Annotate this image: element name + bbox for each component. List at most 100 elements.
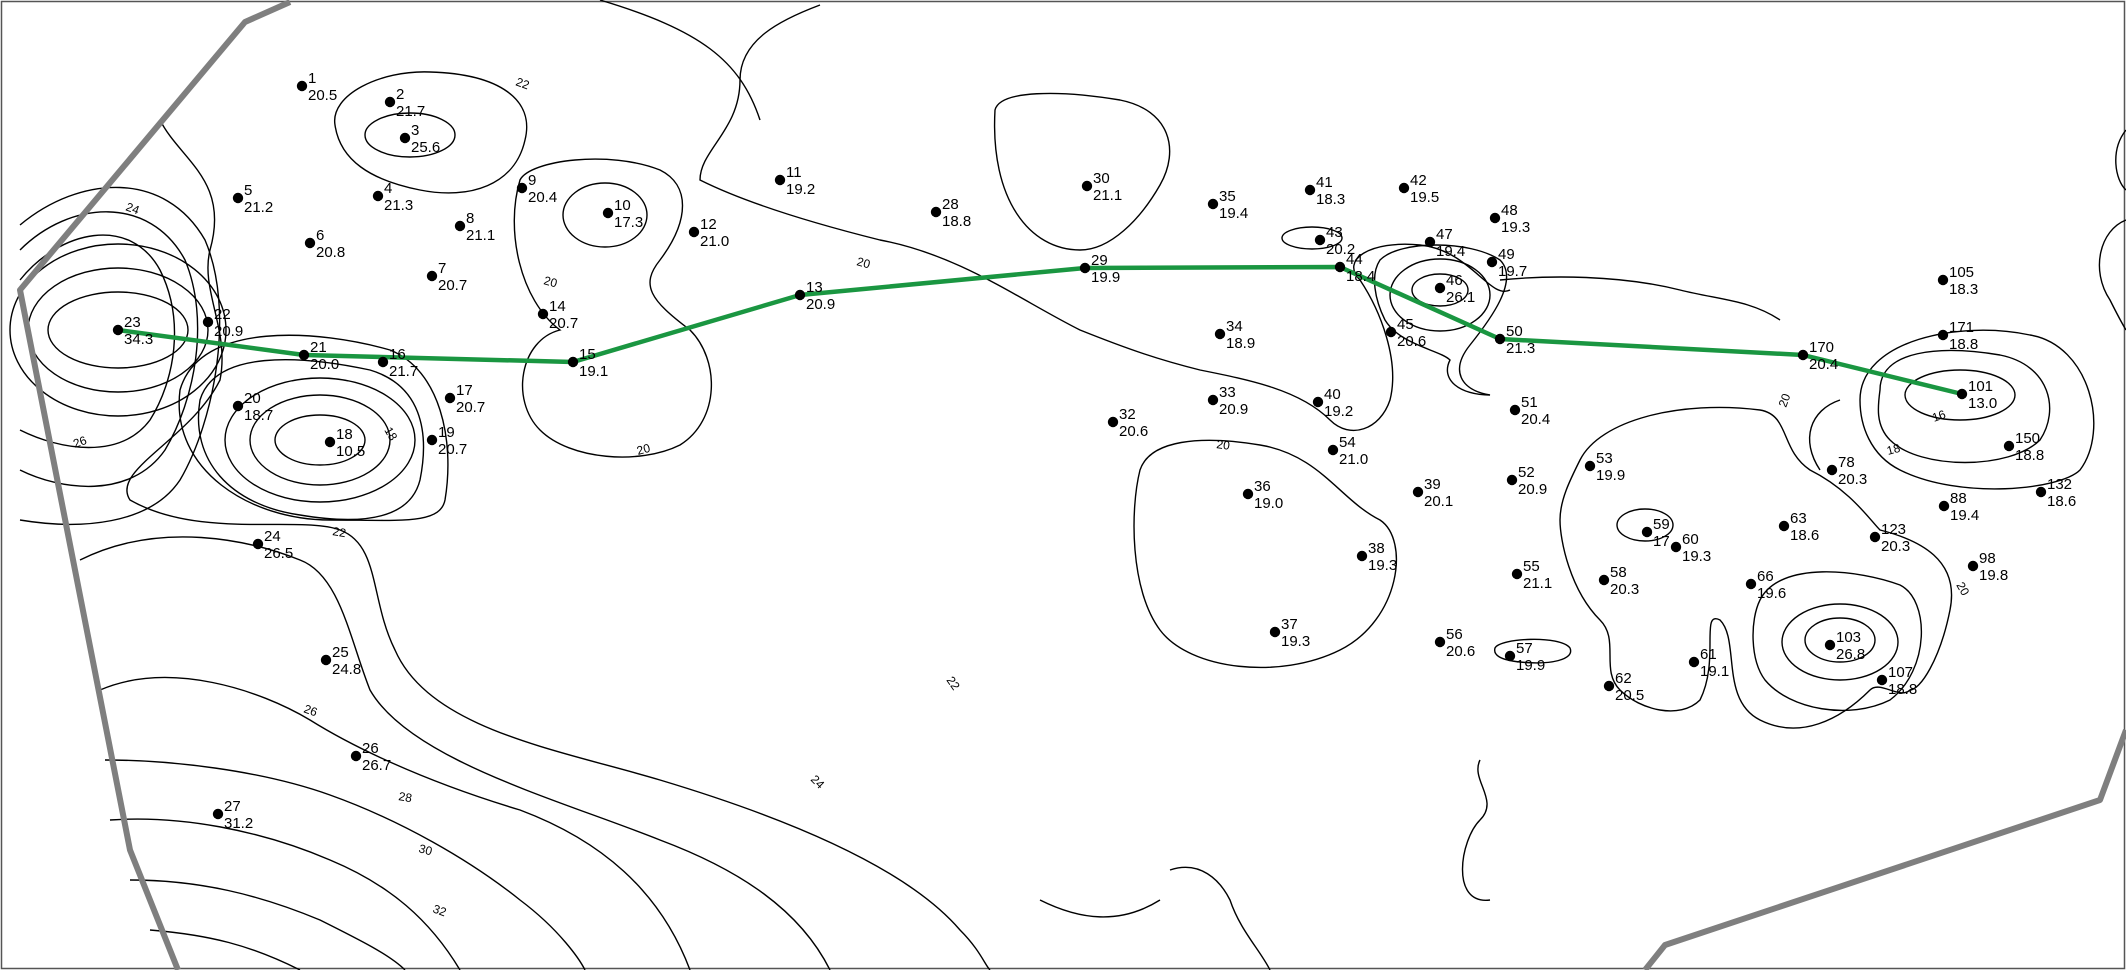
well-3[interactable]: 325.6 <box>399 122 440 156</box>
well-marker[interactable] <box>296 80 308 92</box>
well-marker[interactable] <box>1304 184 1316 196</box>
well-marker[interactable] <box>774 174 786 186</box>
well-marker[interactable] <box>1745 578 1757 590</box>
well-marker[interactable] <box>324 436 336 448</box>
well-8[interactable]: 821.1 <box>454 210 495 244</box>
well-marker[interactable] <box>537 308 549 320</box>
well-marker[interactable] <box>1214 328 1226 340</box>
well-1[interactable]: 120.5 <box>296 70 337 104</box>
well-marker[interactable] <box>930 206 942 218</box>
well-marker[interactable] <box>794 289 806 301</box>
well-marker[interactable] <box>1584 460 1596 472</box>
well-marker[interactable] <box>372 190 384 202</box>
well-marker[interactable] <box>1242 488 1254 500</box>
well-marker[interactable] <box>377 356 389 368</box>
well-marker[interactable] <box>1412 486 1424 498</box>
well-marker[interactable] <box>1486 256 1498 268</box>
well-9[interactable]: 920.4 <box>516 172 557 206</box>
well-marker[interactable] <box>1641 526 1653 538</box>
well-marker[interactable] <box>1876 674 1888 686</box>
well-marker[interactable] <box>212 808 224 820</box>
well-marker[interactable] <box>384 96 396 108</box>
well-marker[interactable] <box>1081 180 1093 192</box>
well-marker[interactable] <box>232 192 244 204</box>
well-2[interactable]: 221.7 <box>384 86 425 120</box>
well-marker[interactable] <box>2003 440 2015 452</box>
well-marker[interactable] <box>1826 464 1838 476</box>
well-marker[interactable] <box>602 207 614 219</box>
well-marker[interactable] <box>454 220 466 232</box>
well-marker[interactable] <box>444 392 456 404</box>
well-marker[interactable] <box>567 356 579 368</box>
well-marker[interactable] <box>426 270 438 282</box>
well-4[interactable]: 421.3 <box>372 180 413 214</box>
well-marker[interactable] <box>1385 326 1397 338</box>
well-marker[interactable] <box>1356 550 1368 562</box>
well-marker[interactable] <box>1937 274 1949 286</box>
well-marker[interactable] <box>1494 333 1506 345</box>
well-marker[interactable] <box>1603 680 1615 692</box>
well-marker[interactable] <box>232 400 244 412</box>
well-marker[interactable] <box>688 226 700 238</box>
well-marker[interactable] <box>1434 282 1446 294</box>
well-marker[interactable] <box>320 654 332 666</box>
well-marker[interactable] <box>1107 416 1119 428</box>
well-marker[interactable] <box>1778 520 1790 532</box>
well-marker[interactable] <box>399 132 411 144</box>
well-marker[interactable] <box>112 324 124 336</box>
well-marker[interactable] <box>426 434 438 446</box>
well-6[interactable]: 620.8 <box>304 227 345 261</box>
well-marker[interactable] <box>1269 626 1281 638</box>
well-marker[interactable] <box>516 182 528 194</box>
well-marker[interactable] <box>1869 531 1881 543</box>
well-marker[interactable] <box>298 349 310 361</box>
well-7[interactable]: 720.7 <box>426 260 467 294</box>
